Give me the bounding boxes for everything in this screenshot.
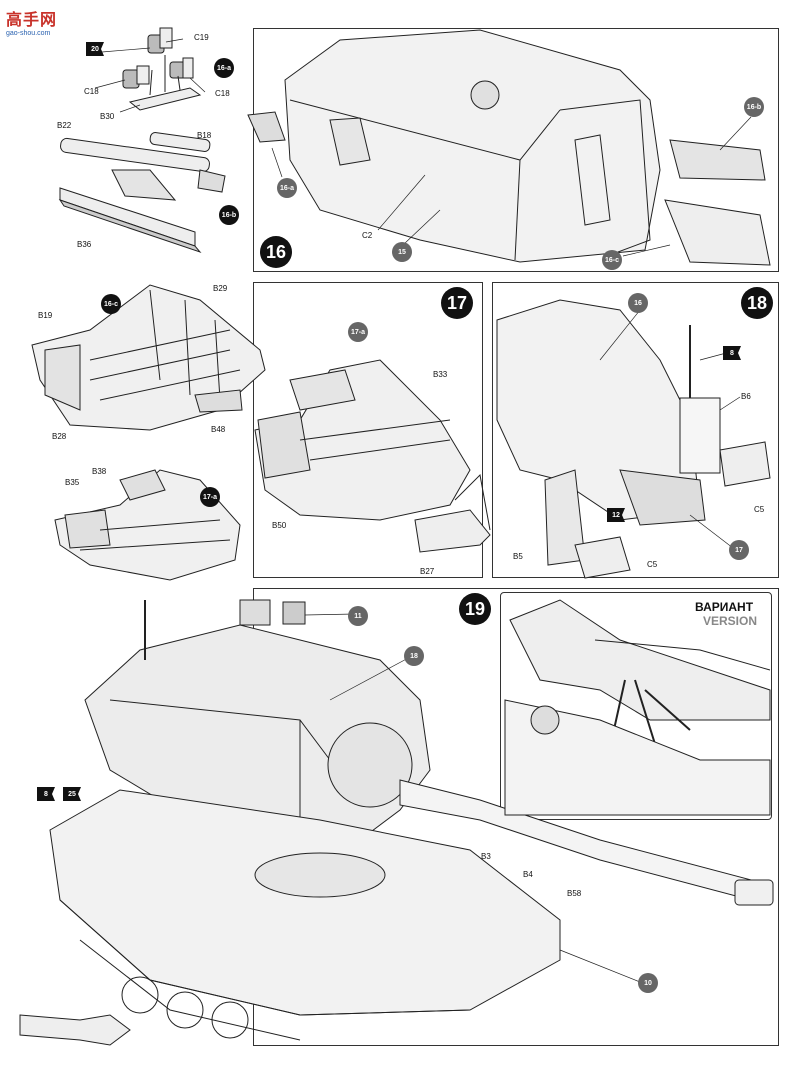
part-label-b35: B35 [65, 478, 80, 487]
part-label-b48: B48 [211, 425, 226, 434]
variant-subtitle: VERSION [703, 614, 758, 628]
step-number-19: 19 [459, 593, 491, 625]
part-label-b18: B18 [197, 131, 212, 140]
star-ref-8b-text: 8 [44, 790, 48, 798]
callout-15: 15 [392, 242, 412, 262]
callout-10: 10 [638, 973, 658, 993]
part-label-c5-left: C5 [647, 560, 658, 569]
part-label-b22: B22 [57, 121, 72, 130]
star-ref-8-text: 8 [730, 349, 734, 357]
subassembly-17a-label: 17-a [200, 487, 220, 507]
part-label-c5-right: C5 [754, 505, 765, 514]
part-label-b3: B3 [481, 852, 491, 861]
subassembly-16c-label: 16-c [101, 294, 121, 314]
variant-drawing [504, 599, 771, 816]
part-label-b4: B4 [523, 870, 533, 879]
star-ref-8-step19: 8 [35, 786, 57, 802]
part-label-c18-right: C18 [215, 89, 230, 98]
logo-text: 高手网 [6, 10, 58, 29]
part-label-c18-left: C18 [84, 87, 99, 96]
callout-16: 16 [628, 293, 648, 313]
part-label-c2: C2 [362, 231, 373, 240]
hull-step18-drawing [496, 299, 771, 579]
subassembly-16b-label: 16-b [219, 205, 239, 225]
part-label-b33: B33 [433, 370, 448, 379]
gear-parts-drawing [122, 27, 202, 111]
part-label-b29: B29 [213, 284, 228, 293]
part-label-c19: C19 [194, 33, 209, 42]
logo-url: gao-shou.com [6, 30, 51, 37]
subassembly-16c-callout: 16-c [602, 250, 622, 270]
frame-16c-drawing [31, 284, 266, 431]
callout-17: 17 [729, 540, 749, 560]
step-number-17: 17 [441, 287, 473, 319]
star-ref-20: 20 [84, 41, 106, 57]
subassembly-16a-label: 16-a [214, 58, 234, 78]
step-number-18: 18 [741, 287, 773, 319]
part-label-b36: B36 [77, 240, 92, 249]
star-ref-25-text: 25 [68, 790, 76, 798]
part-label-b28: B28 [52, 432, 67, 441]
part-label-b19: B19 [38, 311, 53, 320]
subassembly-16b-callout: 16-b [744, 97, 764, 117]
part-label-b5: B5 [513, 552, 523, 561]
star-ref-12: 12 [605, 507, 627, 523]
hull-step16-drawing [247, 29, 771, 266]
part-label-b27: B27 [420, 567, 435, 576]
part-label-b50: B50 [272, 521, 287, 530]
star-ref-25: 25 [61, 786, 83, 802]
star-ref-12-text: 12 [612, 511, 620, 519]
subassembly-16a-callout: 16-a [277, 178, 297, 198]
star-ref-20-text: 20 [91, 45, 99, 53]
part-label-b38: B38 [92, 467, 107, 476]
step-number-16: 16 [260, 236, 292, 268]
frame-17a-drawing [54, 469, 241, 581]
site-logo: 高手网 gao-shou.com [6, 6, 68, 37]
part-label-b58: B58 [567, 889, 582, 898]
rail-assembly-drawing [58, 132, 226, 254]
subassembly-17a-callout: 17-a [348, 322, 368, 342]
turret-step19-drawing [84, 599, 774, 906]
hull-step19-drawing [19, 789, 561, 1046]
callout-11: 11 [348, 606, 368, 626]
variant-title: ВАРИАНТ [695, 600, 754, 614]
callout-18: 18 [404, 646, 424, 666]
part-label-b30: B30 [100, 112, 115, 121]
part-label-b6: B6 [741, 392, 751, 401]
star-ref-8-step18: 8 [721, 345, 743, 361]
frame-step17-drawing [254, 359, 491, 553]
